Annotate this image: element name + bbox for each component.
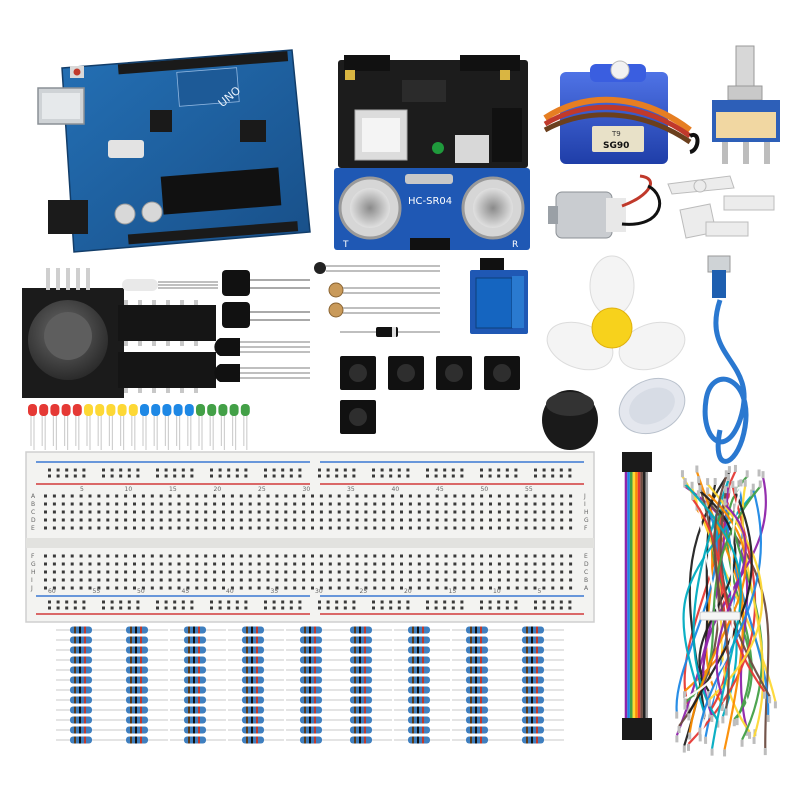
ic-chips bbox=[118, 300, 216, 393]
breadboard-power-supply-module bbox=[338, 55, 528, 168]
breadboard-row-letter: A bbox=[584, 585, 589, 592]
breadboard-row-letter: C bbox=[584, 569, 588, 576]
breadboard-row-letter: D bbox=[31, 517, 36, 524]
breadboard-column-number: 35 bbox=[347, 486, 355, 493]
breadboard-column-number: 5 bbox=[538, 588, 542, 595]
transistors bbox=[214, 338, 310, 382]
breadboard-column-number: 35 bbox=[271, 588, 279, 595]
arduino-uno-board: UNO bbox=[37, 49, 311, 253]
breadboard-column-number: 15 bbox=[169, 486, 177, 493]
breadboard-column-number: 45 bbox=[436, 486, 444, 493]
breadboard-labels: 5 10 15 20 25 30 35 40 45 50 55 60 55 50 45 40 35 30 25 20 1… bbox=[30, 486, 589, 595]
breadboard-row-letter: C bbox=[31, 509, 35, 516]
led bbox=[151, 404, 161, 416]
breadboard-row-letter: I bbox=[584, 501, 586, 508]
breadboard-row-letter: H bbox=[31, 569, 36, 576]
breadboard-column-number: 25 bbox=[258, 486, 266, 493]
ultrasonic-pin-r-label: R bbox=[512, 240, 518, 250]
dc-motor bbox=[548, 174, 662, 239]
tilt-switches bbox=[222, 270, 310, 328]
led bbox=[106, 404, 116, 416]
led bbox=[61, 404, 71, 416]
servo-motor-sg90: T9 SG90 bbox=[543, 60, 700, 164]
breadboard-holes bbox=[44, 468, 573, 610]
breadboard-column-number: 40 bbox=[226, 588, 234, 595]
breadboard-column-number: 55 bbox=[93, 588, 101, 595]
breadboard-column-number: 55 bbox=[525, 486, 533, 493]
breadboard-row-letter: F bbox=[31, 553, 35, 560]
led bbox=[207, 404, 217, 416]
led bbox=[39, 404, 49, 416]
led bbox=[72, 404, 82, 416]
propeller-fan bbox=[546, 255, 686, 371]
led bbox=[128, 404, 138, 416]
breadboard-column-number: 60 bbox=[48, 588, 56, 595]
breadboard-row-letter: B bbox=[584, 577, 588, 584]
led bbox=[218, 404, 228, 416]
breadboard-column-number: 5 bbox=[80, 486, 84, 493]
breadboard-column-number: 10 bbox=[493, 588, 501, 595]
led-row bbox=[28, 404, 250, 450]
led bbox=[28, 404, 37, 416]
led bbox=[184, 404, 194, 416]
led bbox=[196, 404, 205, 416]
led bbox=[84, 404, 93, 416]
led bbox=[240, 404, 250, 416]
resistor-assortment bbox=[56, 626, 564, 744]
push-buttons bbox=[340, 356, 520, 434]
breadboard-row-letter: H bbox=[584, 509, 589, 516]
servo-horns bbox=[667, 175, 775, 239]
sensor-components bbox=[314, 262, 440, 337]
breadboard-column-number: 30 bbox=[303, 486, 311, 493]
breadboard-row-letter: E bbox=[584, 553, 588, 560]
breadboard-row-letter: G bbox=[584, 517, 589, 524]
breadboard-column-number: 50 bbox=[137, 588, 145, 595]
usb-cable bbox=[702, 255, 749, 464]
breadboard-row-letter: F bbox=[584, 525, 588, 532]
breadboard-column-number: 40 bbox=[392, 486, 400, 493]
breadboard-column-number: 10 bbox=[125, 486, 133, 493]
breadboard-row-letter: A bbox=[31, 493, 36, 500]
joystick-module bbox=[22, 268, 124, 398]
breadboard-column-number: 25 bbox=[360, 588, 368, 595]
breadboard-column-number: 50 bbox=[481, 486, 489, 493]
led bbox=[117, 404, 127, 416]
relay-module bbox=[470, 258, 528, 334]
ultrasonic-model-label: HC-SR04 bbox=[408, 196, 452, 207]
led bbox=[229, 404, 239, 416]
breadboard-row-letter: B bbox=[31, 501, 35, 508]
breadboard-column-number: 30 bbox=[315, 588, 323, 595]
rgb-led bbox=[122, 279, 218, 291]
led bbox=[173, 404, 183, 416]
servo-model-label: SG90 bbox=[603, 141, 629, 151]
servo-sublabel: T9 bbox=[611, 130, 621, 138]
breadboard-column-number: 20 bbox=[404, 588, 412, 595]
breadboard-row-letter: E bbox=[31, 525, 35, 532]
breadboard-row-letter: J bbox=[30, 585, 33, 592]
breadboard-column-number: 15 bbox=[449, 588, 457, 595]
led bbox=[95, 404, 105, 416]
breadboard: 5 10 15 20 25 30 35 40 45 50 55 60 55 50 45 40 35 30 25 20 1… bbox=[25, 451, 595, 623]
ultrasonic-sensor-hc-sr04: HC-SR04 T R bbox=[334, 168, 530, 250]
potentiometer bbox=[712, 45, 780, 164]
jumper-wire-bundle bbox=[675, 464, 777, 757]
breadboard-row-letter: J bbox=[583, 493, 586, 500]
led bbox=[50, 404, 60, 416]
buzzers bbox=[542, 377, 686, 450]
led bbox=[140, 404, 149, 416]
breadboard-column-number: 45 bbox=[182, 588, 190, 595]
dupont-ribbon-cable bbox=[622, 452, 652, 740]
ultrasonic-pin-t-label: T bbox=[342, 240, 349, 250]
breadboard-column-number: 20 bbox=[214, 486, 222, 493]
breadboard-row-letter: G bbox=[31, 561, 36, 568]
breadboard-row-letter: D bbox=[584, 561, 589, 568]
led bbox=[162, 404, 172, 416]
breadboard-row-letter: I bbox=[31, 577, 33, 584]
